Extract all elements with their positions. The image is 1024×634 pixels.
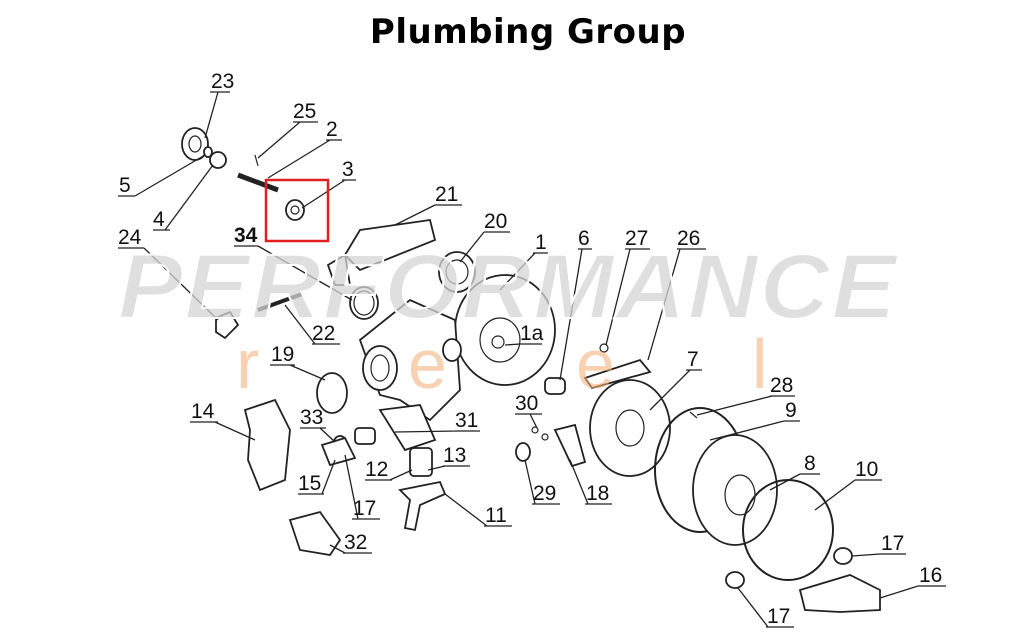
part-label: 7 bbox=[687, 348, 699, 371]
part-label: 8 bbox=[804, 452, 816, 475]
part-label: 24 bbox=[118, 226, 142, 249]
part-label: 31 bbox=[455, 409, 478, 432]
part-drawings bbox=[181, 127, 881, 613]
part-label: 12 bbox=[365, 458, 388, 481]
highlight-box-part-3 bbox=[264, 178, 330, 243]
part-label: 25 bbox=[293, 100, 316, 123]
part-label: 30 bbox=[515, 392, 538, 415]
part-label: 9 bbox=[785, 399, 797, 422]
part-label: 20 bbox=[484, 210, 507, 233]
part-label: 5 bbox=[119, 174, 131, 197]
part-label: 28 bbox=[770, 374, 793, 397]
part-label: 17 bbox=[767, 605, 790, 628]
part-label: 16 bbox=[919, 564, 942, 587]
part-label: 13 bbox=[443, 444, 466, 467]
part-label: 18 bbox=[586, 482, 609, 505]
part-label: 10 bbox=[855, 458, 878, 481]
leader-lines bbox=[118, 91, 946, 628]
part-labels: 23 25 2 3 5 4 21 20 1 34 24 1a 6 27 26 2… bbox=[118, 70, 942, 628]
watermark-performance: PERFORMANCE bbox=[118, 236, 899, 338]
part-label: 34 bbox=[234, 224, 258, 247]
part-label: 4 bbox=[153, 208, 165, 231]
part-label: 29 bbox=[533, 482, 556, 505]
part-label: 17 bbox=[881, 532, 904, 555]
watermark-letter: e bbox=[576, 325, 615, 403]
part-label: 22 bbox=[312, 322, 335, 345]
part-label: 21 bbox=[435, 183, 458, 206]
part-label: 1 bbox=[535, 231, 547, 254]
part-label: 17 bbox=[353, 497, 376, 520]
part-label: 3 bbox=[342, 158, 354, 181]
part-label: 15 bbox=[298, 472, 321, 495]
part-label: 26 bbox=[677, 227, 700, 250]
part-label: 6 bbox=[578, 227, 590, 250]
part-label: 14 bbox=[191, 400, 215, 423]
watermark-letter: e bbox=[408, 325, 447, 403]
part-label: 1a bbox=[520, 322, 544, 345]
part-label: 19 bbox=[271, 343, 294, 366]
watermark-letter: r bbox=[236, 325, 259, 403]
part-label: 33 bbox=[300, 406, 323, 429]
watermark-letter: l bbox=[752, 325, 768, 403]
part-label: 2 bbox=[326, 118, 338, 141]
part-label: 27 bbox=[625, 227, 648, 250]
part-label: 23 bbox=[211, 70, 234, 93]
part-label: 11 bbox=[485, 504, 507, 527]
diagram-title: Plumbing Group bbox=[369, 12, 687, 52]
part-label: 32 bbox=[344, 531, 367, 554]
